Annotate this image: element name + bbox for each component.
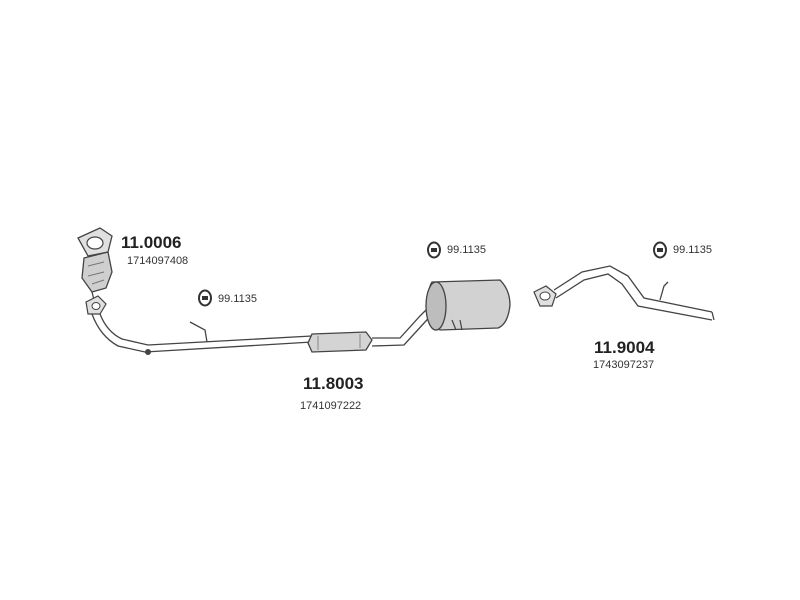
hanger-icon[interactable] bbox=[427, 241, 441, 259]
catalytic-converter[interactable] bbox=[77, 227, 113, 301]
part-number-label: 11.9004 bbox=[594, 338, 655, 357]
hanger-part-label: 99.1135 bbox=[673, 244, 712, 256]
tail-pipe[interactable] bbox=[533, 265, 715, 321]
rear-muffler[interactable] bbox=[425, 279, 511, 331]
oem-number-label: 1714097408 bbox=[127, 255, 189, 267]
center-pipe-assembly[interactable] bbox=[85, 295, 437, 355]
part-number-label: 11.0006 bbox=[121, 233, 182, 252]
part-number-label: 11.8003 bbox=[303, 374, 364, 393]
hanger-icon[interactable] bbox=[653, 241, 667, 259]
hanger-icon[interactable] bbox=[198, 289, 212, 307]
hanger-part-label: 99.1135 bbox=[447, 244, 486, 256]
hanger-part-label: 99.1135 bbox=[218, 293, 257, 305]
oem-number-label: 1741097222 bbox=[300, 400, 362, 412]
oem-number-label: 1743097237 bbox=[593, 359, 655, 371]
